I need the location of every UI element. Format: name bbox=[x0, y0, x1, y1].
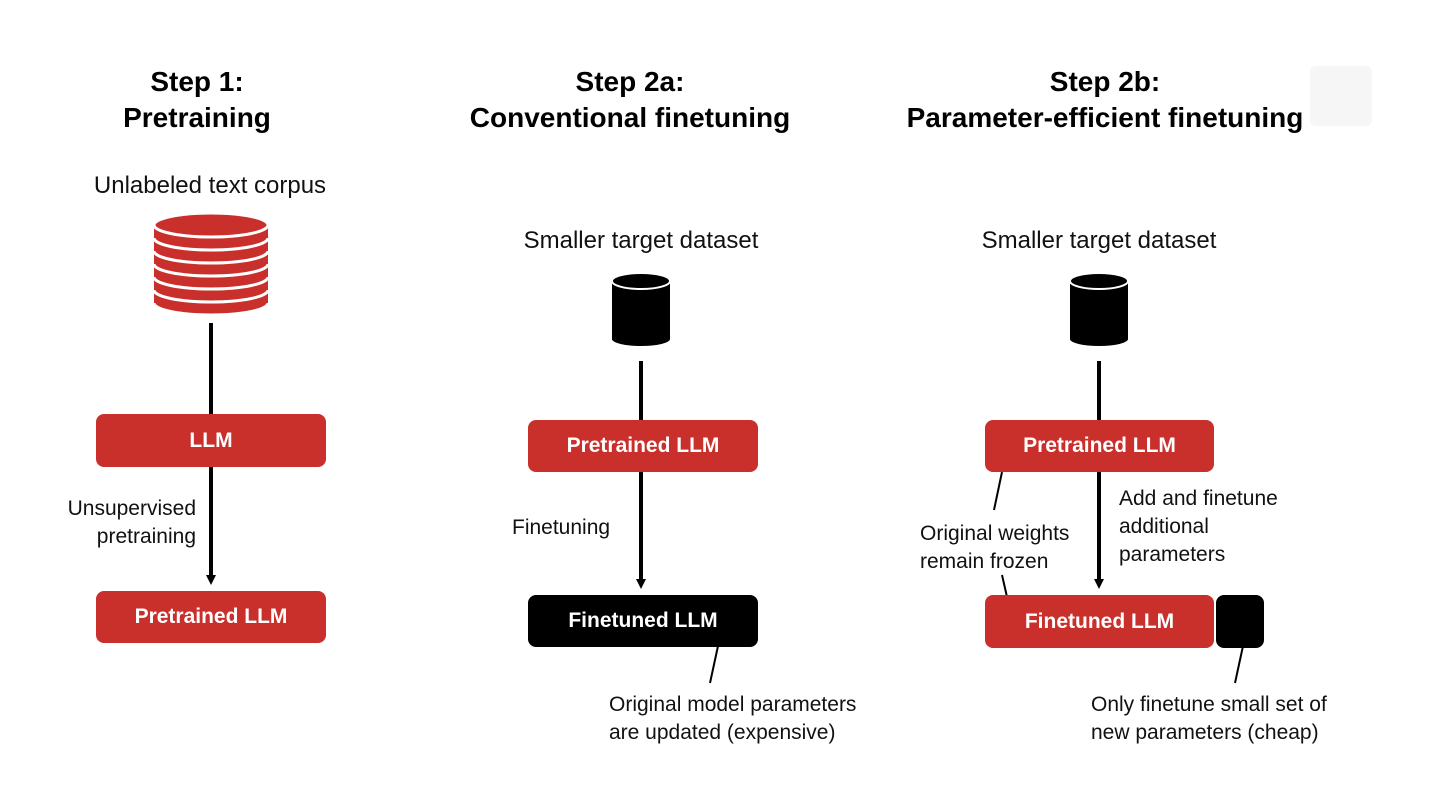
step2a-finetuned-llm-box: Finetuned LLM bbox=[528, 595, 758, 647]
step2b-edge-label-line3: parameters bbox=[1119, 543, 1226, 566]
step2a-note-line1: Original model parameters bbox=[609, 693, 857, 716]
step1-title-line2: Pretraining bbox=[123, 102, 271, 133]
step1-title: Step 1: Pretraining bbox=[97, 64, 297, 136]
step2b-note-line2: new parameters (cheap) bbox=[1091, 721, 1319, 744]
step2b-title-line2: Parameter-efficient finetuning bbox=[906, 102, 1304, 133]
step2b-edge-label: Add and finetune additional parameters bbox=[1119, 485, 1278, 569]
black-database-icon bbox=[1069, 272, 1129, 346]
black-database-icon bbox=[611, 272, 671, 346]
step2b-title: Step 2b: Parameter-efficient finetuning bbox=[880, 64, 1330, 136]
step2a-dataset-label: Smaller target dataset bbox=[523, 227, 759, 254]
pointer-line-2a bbox=[709, 645, 719, 684]
new-parameters-block bbox=[1216, 595, 1264, 648]
step2a-note-line2: are updated (expensive) bbox=[609, 721, 836, 744]
pointer-line-2b bbox=[1234, 645, 1244, 684]
step2a-title-line2: Conventional finetuning bbox=[469, 102, 791, 133]
step2b-edge-label-line1: Add and finetune bbox=[1119, 487, 1278, 510]
step2a-note: Original model parameters are updated (e… bbox=[609, 691, 856, 747]
step1-llm-box: LLM bbox=[96, 414, 326, 467]
step2b-frozen-note: Original weights remain frozen bbox=[920, 520, 1069, 576]
step2a-title-line1: Step 2a: bbox=[575, 66, 685, 97]
faint-overlay-square bbox=[1310, 66, 1372, 126]
step1-edge-label: Unsupervised pretraining bbox=[46, 495, 196, 551]
step2b-frozen-note-line1: Original weights bbox=[920, 522, 1070, 545]
step1-dataset-label: Unlabeled text corpus bbox=[93, 172, 327, 199]
step1-edge-label-line1: Unsupervised bbox=[67, 497, 196, 520]
step2b-frozen-note-line2: remain frozen bbox=[920, 550, 1049, 573]
step1-pretrained-llm-box: Pretrained LLM bbox=[96, 591, 326, 643]
step2b-edge-label-line2: additional bbox=[1119, 515, 1209, 538]
step2a-pretrained-llm-box: Pretrained LLM bbox=[528, 420, 758, 472]
red-stacked-database-icon bbox=[152, 211, 270, 317]
step1-edge-label-line2: pretraining bbox=[96, 525, 196, 548]
step2b-dataset-label: Smaller target dataset bbox=[981, 227, 1217, 254]
pointer-line-frozen bbox=[993, 471, 1003, 511]
step2b-note-line1: Only finetune small set of bbox=[1091, 693, 1327, 716]
step2b-title-line1: Step 2b: bbox=[1049, 66, 1161, 97]
step1-title-line1: Step 1: bbox=[150, 66, 244, 97]
step2b-pretrained-llm-box: Pretrained LLM bbox=[985, 420, 1214, 472]
step2a-edge-label: Finetuning bbox=[512, 516, 611, 539]
step2b-note: Only finetune small set of new parameter… bbox=[1091, 691, 1327, 747]
step2b-finetuned-llm-box: Finetuned LLM bbox=[985, 595, 1214, 648]
step2a-title: Step 2a: Conventional finetuning bbox=[430, 64, 830, 136]
